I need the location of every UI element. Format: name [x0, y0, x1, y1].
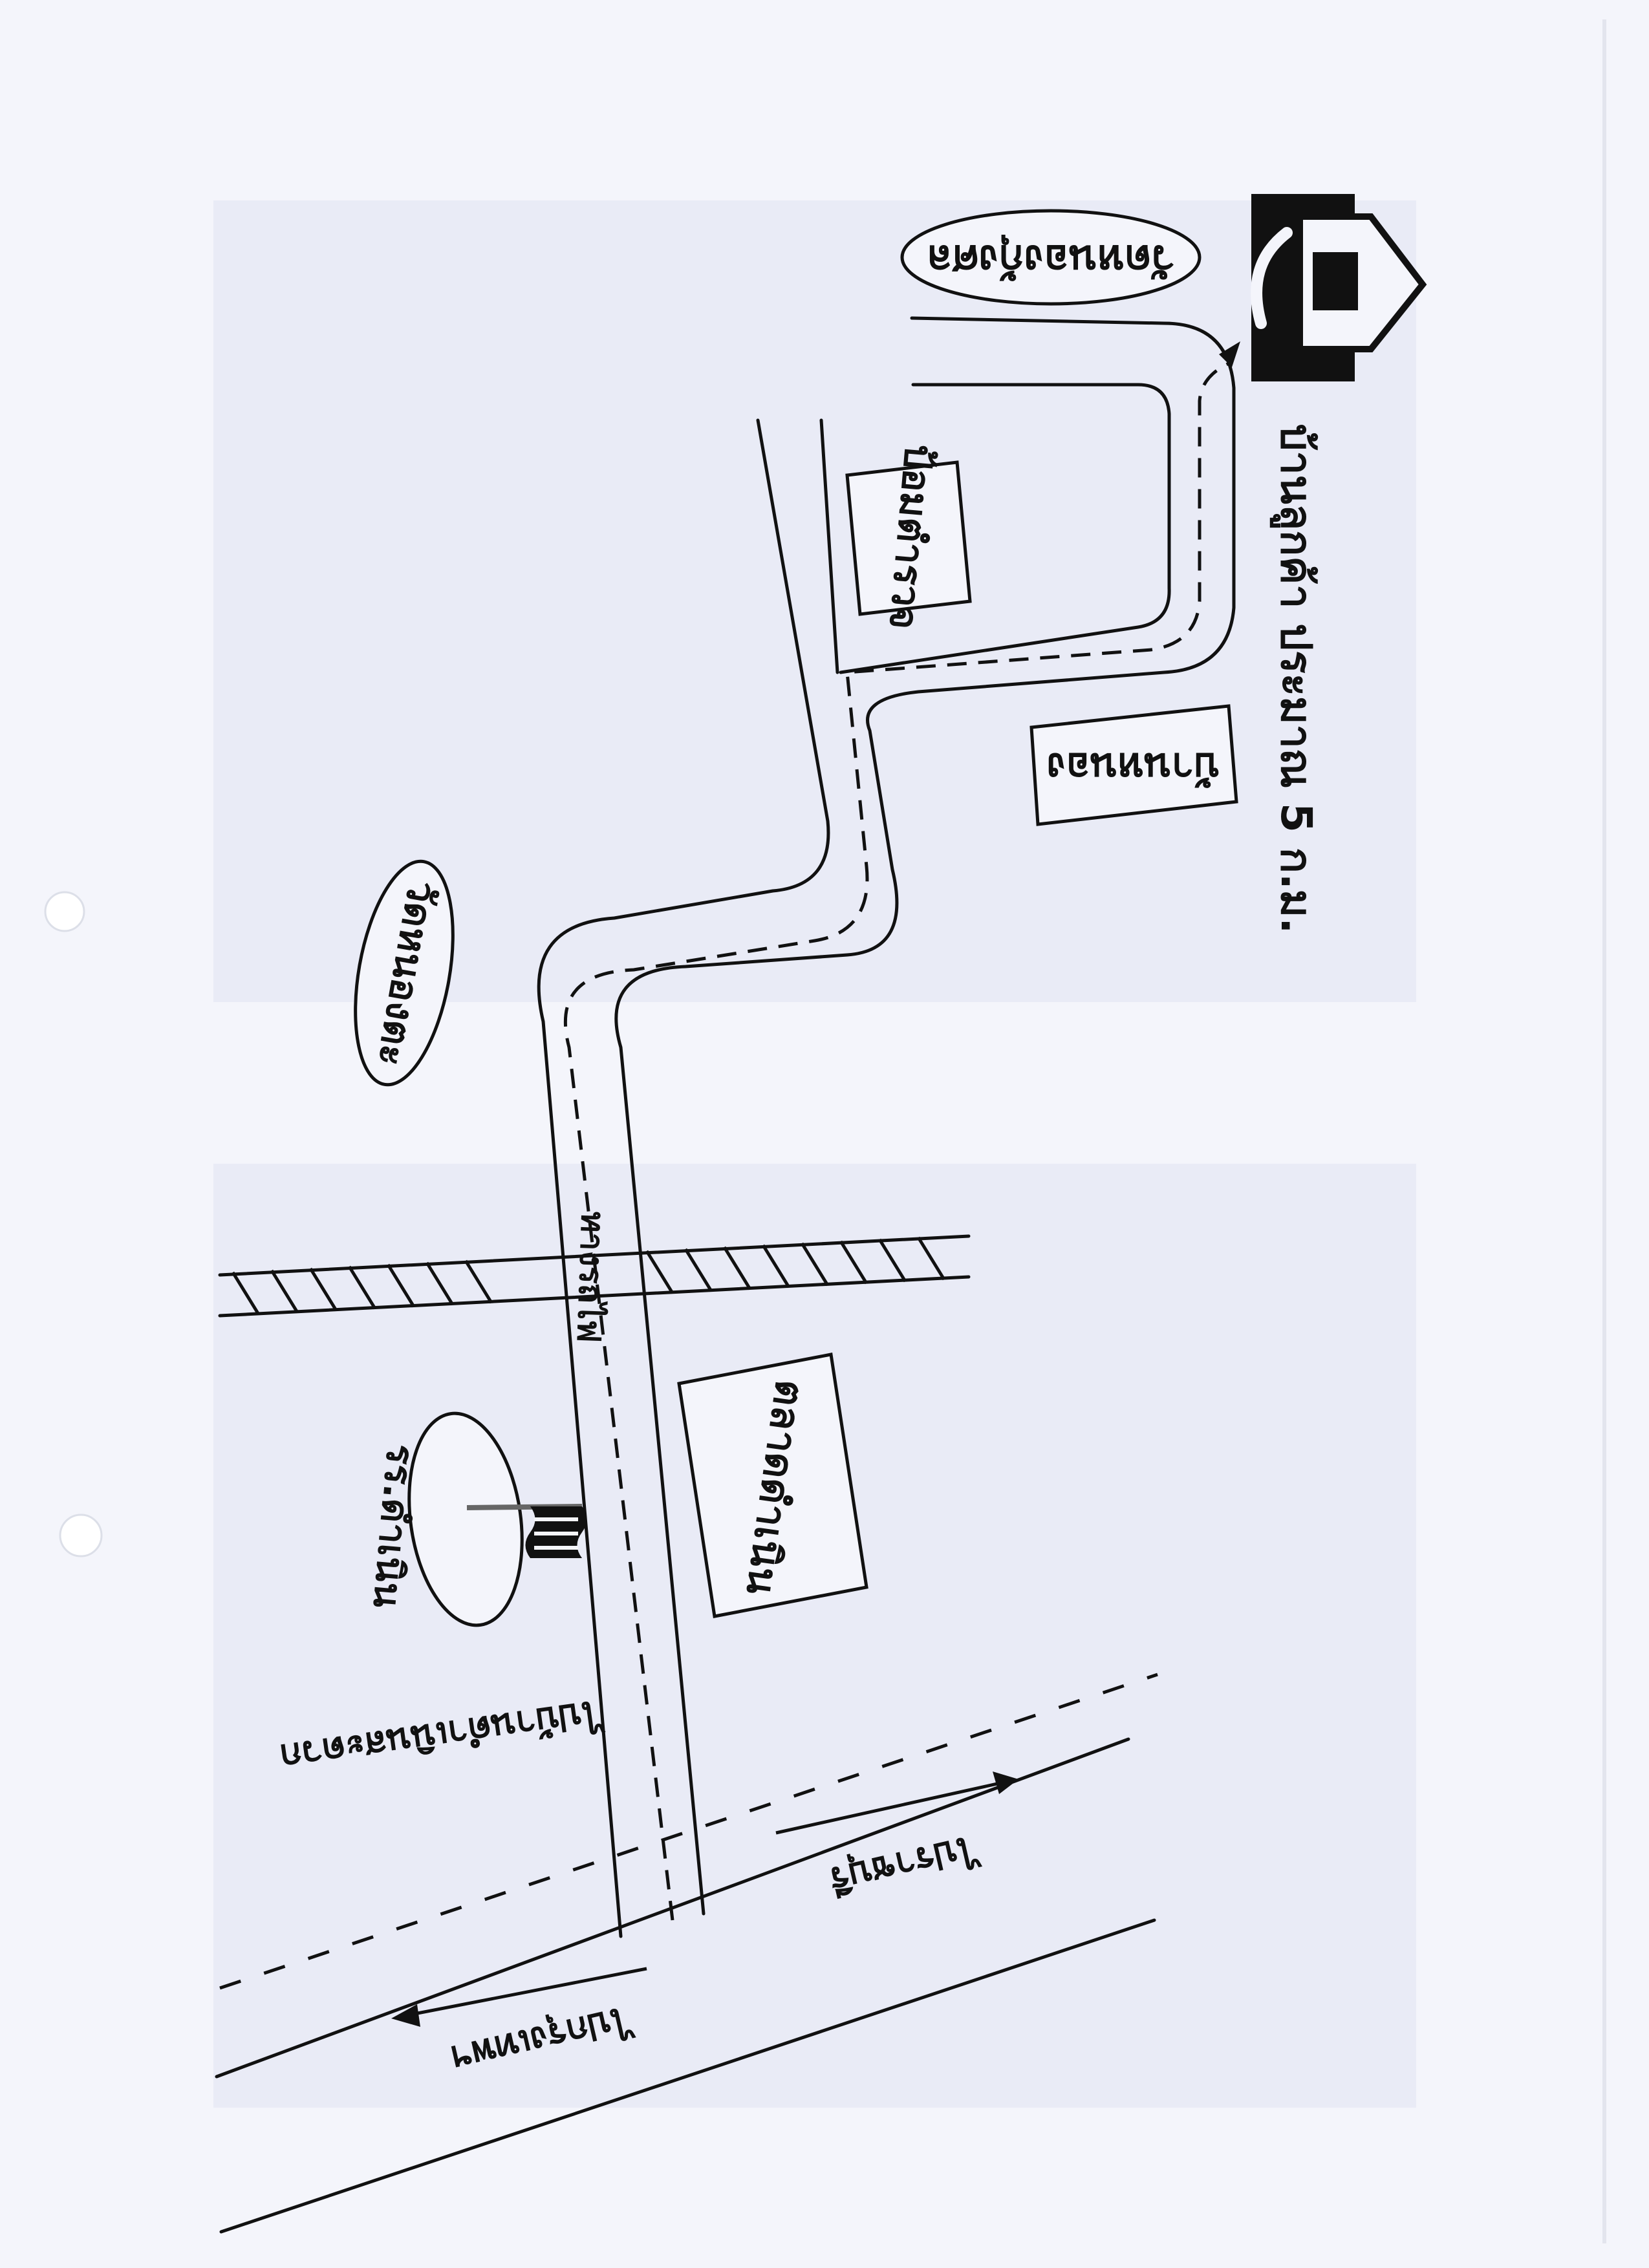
destination-title: บ้านลูกค้า ประมาณ 5 ก.ม.: [1269, 424, 1321, 934]
side-road-edge-left: [537, 418, 830, 1938]
police-box-rect: [845, 460, 972, 616]
binder-hole-bottom: [59, 1514, 103, 1557]
flag-icon: [466, 1504, 587, 1558]
market-rect: [677, 1353, 868, 1618]
railway-label: ทางรถไฟ: [570, 1211, 612, 1343]
paper-edge: [1602, 19, 1606, 2243]
temple-top-oval: [900, 209, 1202, 306]
railway-track: [218, 1234, 971, 1318]
highway-edge-bottom: [219, 1918, 1156, 2234]
side-road-edge-right: [614, 316, 1236, 1916]
school-oval: [407, 1411, 524, 1627]
arrow-left-icon: [391, 2004, 420, 2027]
ratchaburi-arrow-line: [775, 1779, 1009, 1835]
temple-top-label: วัดหนองกุ้งศล: [927, 234, 1175, 283]
house-icon: [1251, 194, 1427, 381]
map-panel-bottom: [213, 1164, 1416, 2108]
village-label: บ้านหนอง: [1046, 744, 1219, 791]
binder-hole-top: [44, 891, 85, 932]
bangkok-arrow-line: [397, 1967, 647, 2019]
travel-route-dashed: [563, 360, 1233, 1921]
side-road-inner-b: [839, 383, 1171, 674]
side-road-inner-a: [819, 418, 839, 674]
arrow-right-icon: [993, 1771, 1018, 1794]
village-rect: [1029, 704, 1238, 826]
temple-mid-oval: [354, 859, 455, 1087]
route-arrow-head: [1219, 341, 1240, 367]
